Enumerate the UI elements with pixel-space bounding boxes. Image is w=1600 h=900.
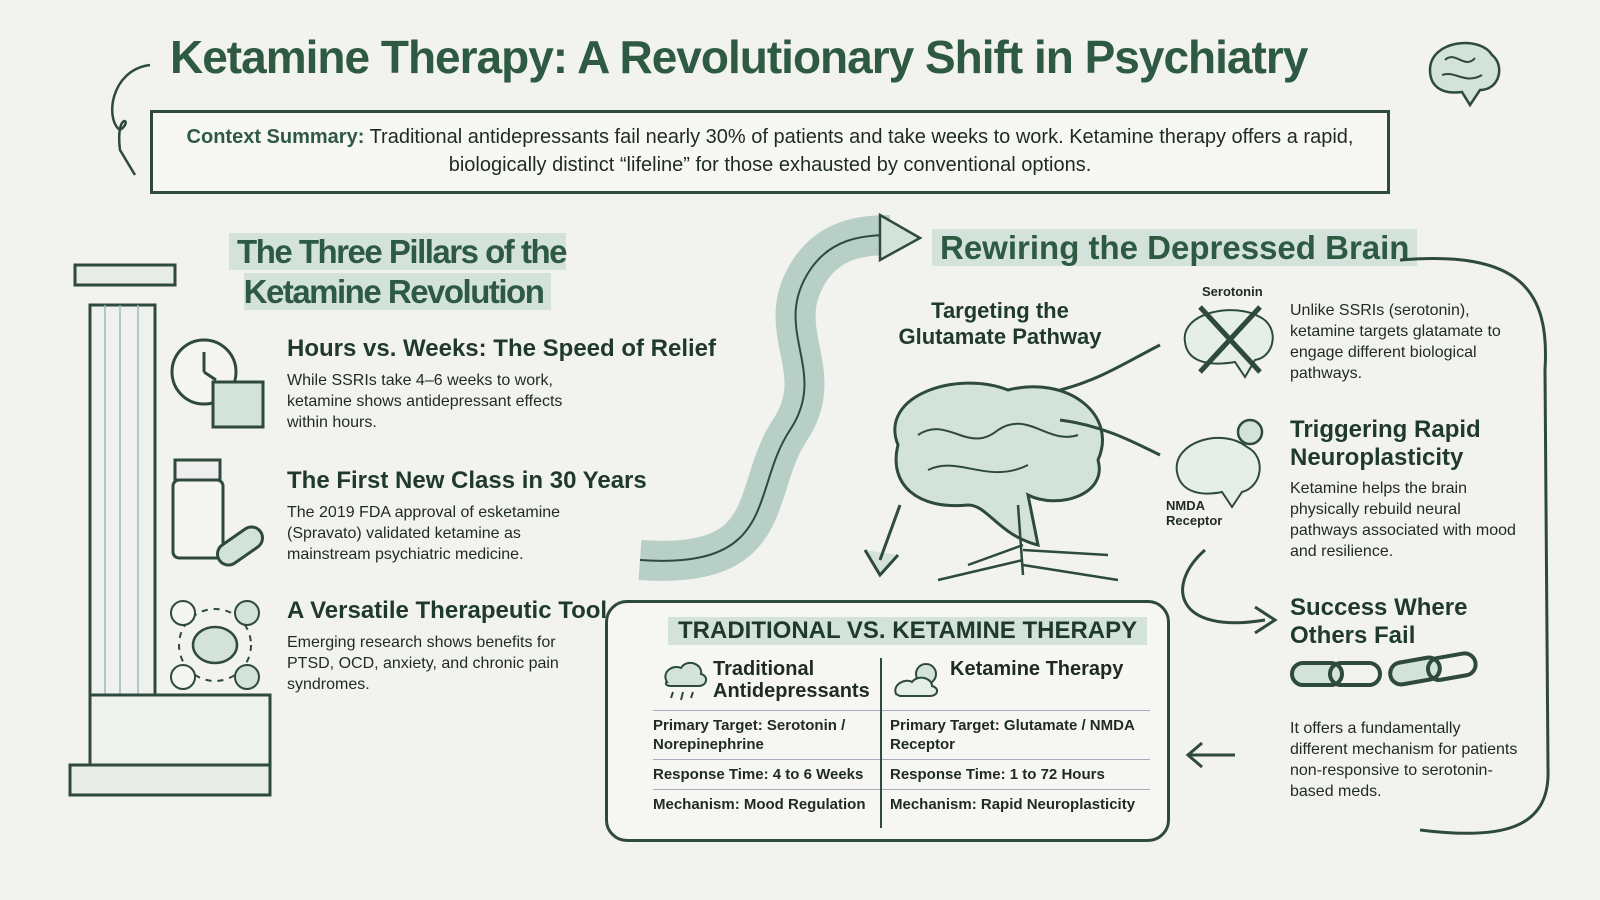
summary-text: Traditional antidepressants fail nearly … <box>369 126 1354 176</box>
return-arrow-icon <box>1185 741 1235 769</box>
arrows-to-right <box>1059 343 1161 457</box>
summary-label: Context Summary: <box>186 126 365 148</box>
comparison-table: TRADITIONAL VS. KETAMINE THERAPY Traditi… <box>605 600 1170 842</box>
traditional-row: Mechanism: Mood Regulation <box>653 789 913 819</box>
brain-heading: Rewiring the Depressed Brain <box>932 228 1418 268</box>
neuroplasticity-text: Ketamine helps the brain physically rebu… <box>1290 480 1516 560</box>
pillar-2-text: The 2019 FDA approval of esketamine (Spr… <box>287 504 561 563</box>
pill-bottle-icon <box>171 458 264 567</box>
pillar-2-title: The First New Class in 30 Years <box>287 467 647 494</box>
success-title: Success Where Others Fail <box>1290 594 1468 649</box>
pillar-3-text: Emerging research shows benefits for PTS… <box>287 634 559 693</box>
ketamine-row: Mechanism: Rapid Neuroplasticity <box>890 789 1150 819</box>
brain-icon <box>1428 41 1501 108</box>
pillar-3-title: A Versatile Therapeutic Tool <box>287 597 608 624</box>
traditional-row: Primary Target: Serotonin / Norepinephri… <box>653 710 913 759</box>
curved-arrow-icon <box>1181 548 1278 635</box>
arrow-down-icon <box>863 504 902 578</box>
curly-arrow-icon <box>111 63 151 176</box>
brain-section-border <box>1399 257 1550 835</box>
clock-calendar-icon <box>170 338 265 429</box>
column-divider <box>880 658 882 828</box>
pillar-1-text: While SSRIs take 4–6 weeks to work, keta… <box>287 372 563 431</box>
ketamine-row: Primary Target: Glutamate / NMDA Recepto… <box>890 710 1150 759</box>
ketamine-row: Response Time: 1 to 72 Hours <box>890 759 1150 789</box>
traditional-row: Response Time: 4 to 6 Weeks <box>653 759 913 789</box>
success-text: It offers a fundamentally different mech… <box>1290 720 1518 800</box>
serotonin-label: Serotonin <box>1202 284 1263 299</box>
page-title: Ketamine Therapy: A Revolutionary Shift … <box>170 31 1308 83</box>
rain-cloud-icon <box>664 661 707 701</box>
nmda-label: NMDA Receptor <box>1166 498 1223 528</box>
brain-lightbulb-icon <box>1175 418 1264 509</box>
sun-cloud-icon <box>894 663 938 697</box>
neuroplasticity-title: Triggering Rapid Neuroplasticity <box>1290 416 1481 471</box>
broken-chain-icon <box>1290 651 1478 687</box>
pillars-heading: The Three Pillars of the Ketamine Revolu… <box>180 232 615 312</box>
ketamine-header: Ketamine Therapy <box>950 658 1124 680</box>
serotonin-text: Unlike SSRIs (serotonin), ketamine targe… <box>1290 302 1501 382</box>
greek-column-icon <box>68 263 272 797</box>
brain-tree-icon <box>893 381 1119 582</box>
brain-cycle-icon <box>170 600 260 690</box>
context-summary-banner: Context Summary: Traditional antidepress… <box>150 110 1390 194</box>
comparison-heading: TRADITIONAL VS. KETAMINE THERAPY <box>668 617 1148 645</box>
glutamate-pathway-label: Targeting the Glutamate Pathway <box>898 298 1102 349</box>
pillar-1-title: Hours vs. Weeks: The Speed of Relief <box>287 335 717 362</box>
crossed-brain-icon <box>1183 305 1274 379</box>
traditional-header: Traditional Antidepressants <box>713 658 870 702</box>
wavy-path-decoration <box>638 212 923 581</box>
